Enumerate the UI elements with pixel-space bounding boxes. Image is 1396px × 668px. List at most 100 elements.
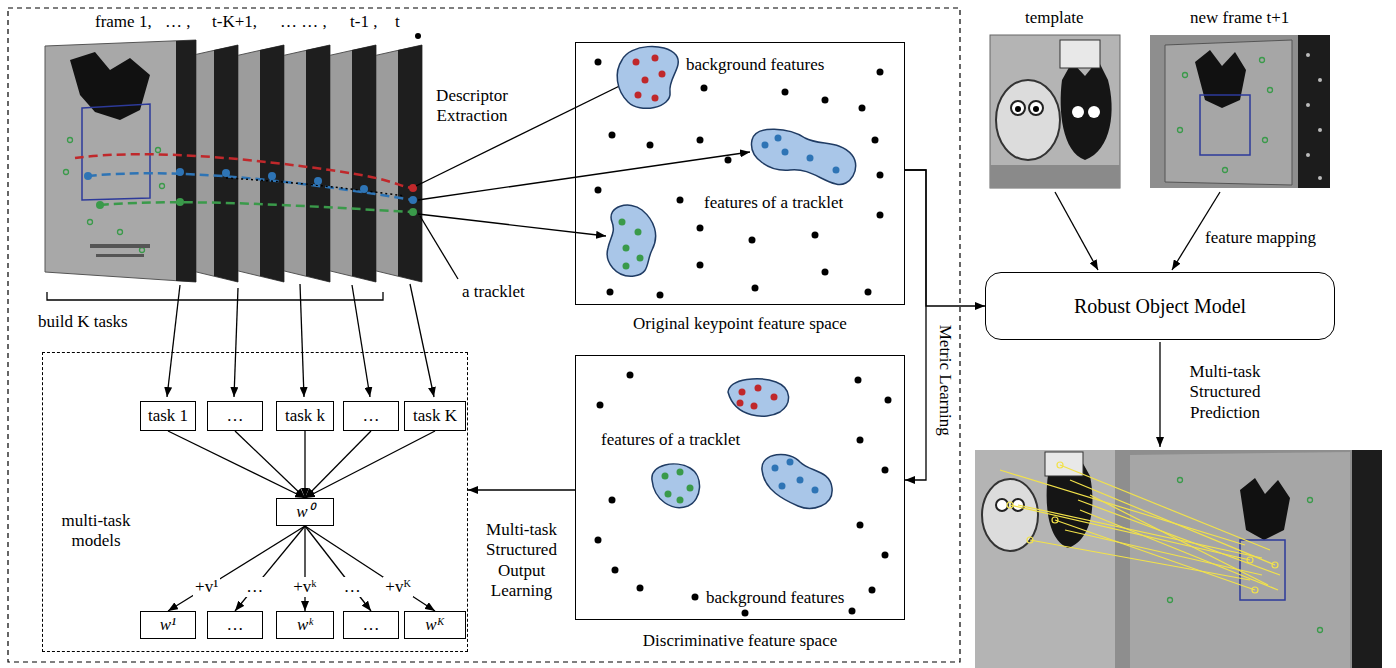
feature-dot	[659, 71, 666, 78]
feature-dot	[742, 610, 749, 617]
feature-dot	[677, 469, 684, 476]
feature-dot	[647, 142, 654, 149]
feature-dot	[859, 105, 866, 112]
node-label: features of a tracklet	[601, 430, 740, 450]
keypoint	[1223, 168, 1228, 173]
track-point	[176, 198, 184, 206]
box-label: task k	[285, 406, 325, 426]
poster-text	[90, 244, 150, 248]
cluster-blob	[762, 454, 832, 508]
feature-dot	[849, 608, 856, 615]
cartoon-figure	[1195, 50, 1246, 108]
feature-dot	[869, 587, 876, 594]
descriptor-arrows	[47, 72, 1220, 447]
feature-dot	[633, 59, 640, 66]
feature-dot	[662, 473, 669, 480]
match-point	[1247, 557, 1253, 563]
track-point	[415, 33, 421, 39]
edge-label: +v¹	[193, 577, 220, 597]
box-label: …	[363, 615, 380, 635]
model-box: Robust Object Model	[985, 272, 1335, 340]
track-point	[176, 168, 184, 176]
keypoint	[140, 248, 145, 253]
feature-dot	[619, 219, 626, 226]
input-arrow	[1055, 192, 1098, 270]
feature-dot	[787, 459, 794, 466]
frame-board	[1298, 35, 1330, 188]
box-label: wᴷ	[425, 615, 445, 635]
node-label: background features	[686, 55, 824, 75]
text-label: feature mapping	[1205, 228, 1316, 248]
match-line	[1055, 520, 1255, 590]
keypoint	[1318, 628, 1323, 633]
task-arrow	[300, 284, 304, 397]
box-label: task K	[413, 406, 457, 426]
feature-dot	[822, 269, 829, 276]
model-box: w⁰	[276, 498, 334, 526]
text-label: frame 1,	[95, 12, 152, 32]
text-label: t-1 ,	[350, 12, 377, 32]
feature-dot	[595, 537, 602, 544]
track-point	[222, 169, 230, 177]
board-dot	[1306, 53, 1310, 57]
box-label: wᵏ	[297, 615, 313, 635]
match-point	[1007, 502, 1013, 508]
track-point	[409, 196, 417, 204]
descriptor-arrow	[418, 152, 750, 200]
dashed-region	[8, 8, 960, 662]
text-label: … ,	[165, 12, 191, 32]
tracklets	[75, 33, 421, 216]
background-dots	[595, 372, 892, 617]
connector	[305, 526, 435, 611]
feature-dot	[595, 187, 602, 194]
text-label: Descriptor Extraction	[430, 86, 514, 127]
cartoon-eye	[1011, 101, 1025, 115]
template-image	[990, 35, 1120, 188]
video-frame	[45, 40, 196, 282]
text-label: … … ,	[280, 12, 327, 32]
connector	[168, 526, 305, 611]
match-line	[1070, 480, 1275, 565]
box-label: w¹	[160, 615, 176, 635]
edge-label: …	[244, 577, 265, 597]
text-label: Multi-task Structured Prediction	[1172, 362, 1278, 423]
feature-dot	[737, 400, 744, 407]
task-box: …	[207, 401, 263, 431]
feature-dot	[595, 59, 602, 66]
feature-dot	[877, 212, 884, 219]
keypoint	[64, 170, 69, 175]
model-box: …	[343, 611, 399, 639]
image-frame	[1150, 35, 1330, 188]
edge-label: +vᵏ	[291, 577, 318, 597]
feature-dot	[637, 255, 644, 262]
blue-features	[762, 135, 840, 174]
feature-dot	[882, 552, 889, 559]
node-label: multi-task models	[53, 511, 139, 552]
text-label: template	[1025, 8, 1084, 28]
box-label: w⁰	[296, 502, 313, 522]
frame-board	[398, 45, 422, 282]
feature-space: background featuresfeatures of a trackle…	[575, 42, 905, 305]
cartoon-book	[1060, 40, 1100, 68]
board-dot	[1318, 78, 1322, 82]
feature-dot	[749, 237, 756, 244]
model-box: w¹	[140, 611, 196, 639]
keypoint	[1183, 73, 1188, 78]
text-label: t	[395, 12, 400, 32]
track-point	[409, 184, 417, 192]
connector	[235, 431, 305, 498]
track-point	[96, 201, 104, 209]
board-dot	[1306, 103, 1310, 107]
feature-dot	[687, 485, 694, 492]
feature-dot	[857, 522, 864, 529]
keypoint	[118, 230, 123, 235]
connector	[235, 526, 305, 611]
feature-dot	[597, 402, 604, 409]
cluster-blob	[728, 379, 789, 416]
feature-dot	[623, 245, 630, 252]
connector	[168, 431, 305, 498]
tracking-box	[1240, 540, 1285, 600]
task-box: task K	[404, 401, 466, 431]
feature-dot	[755, 385, 762, 392]
feature-dot	[607, 289, 614, 296]
